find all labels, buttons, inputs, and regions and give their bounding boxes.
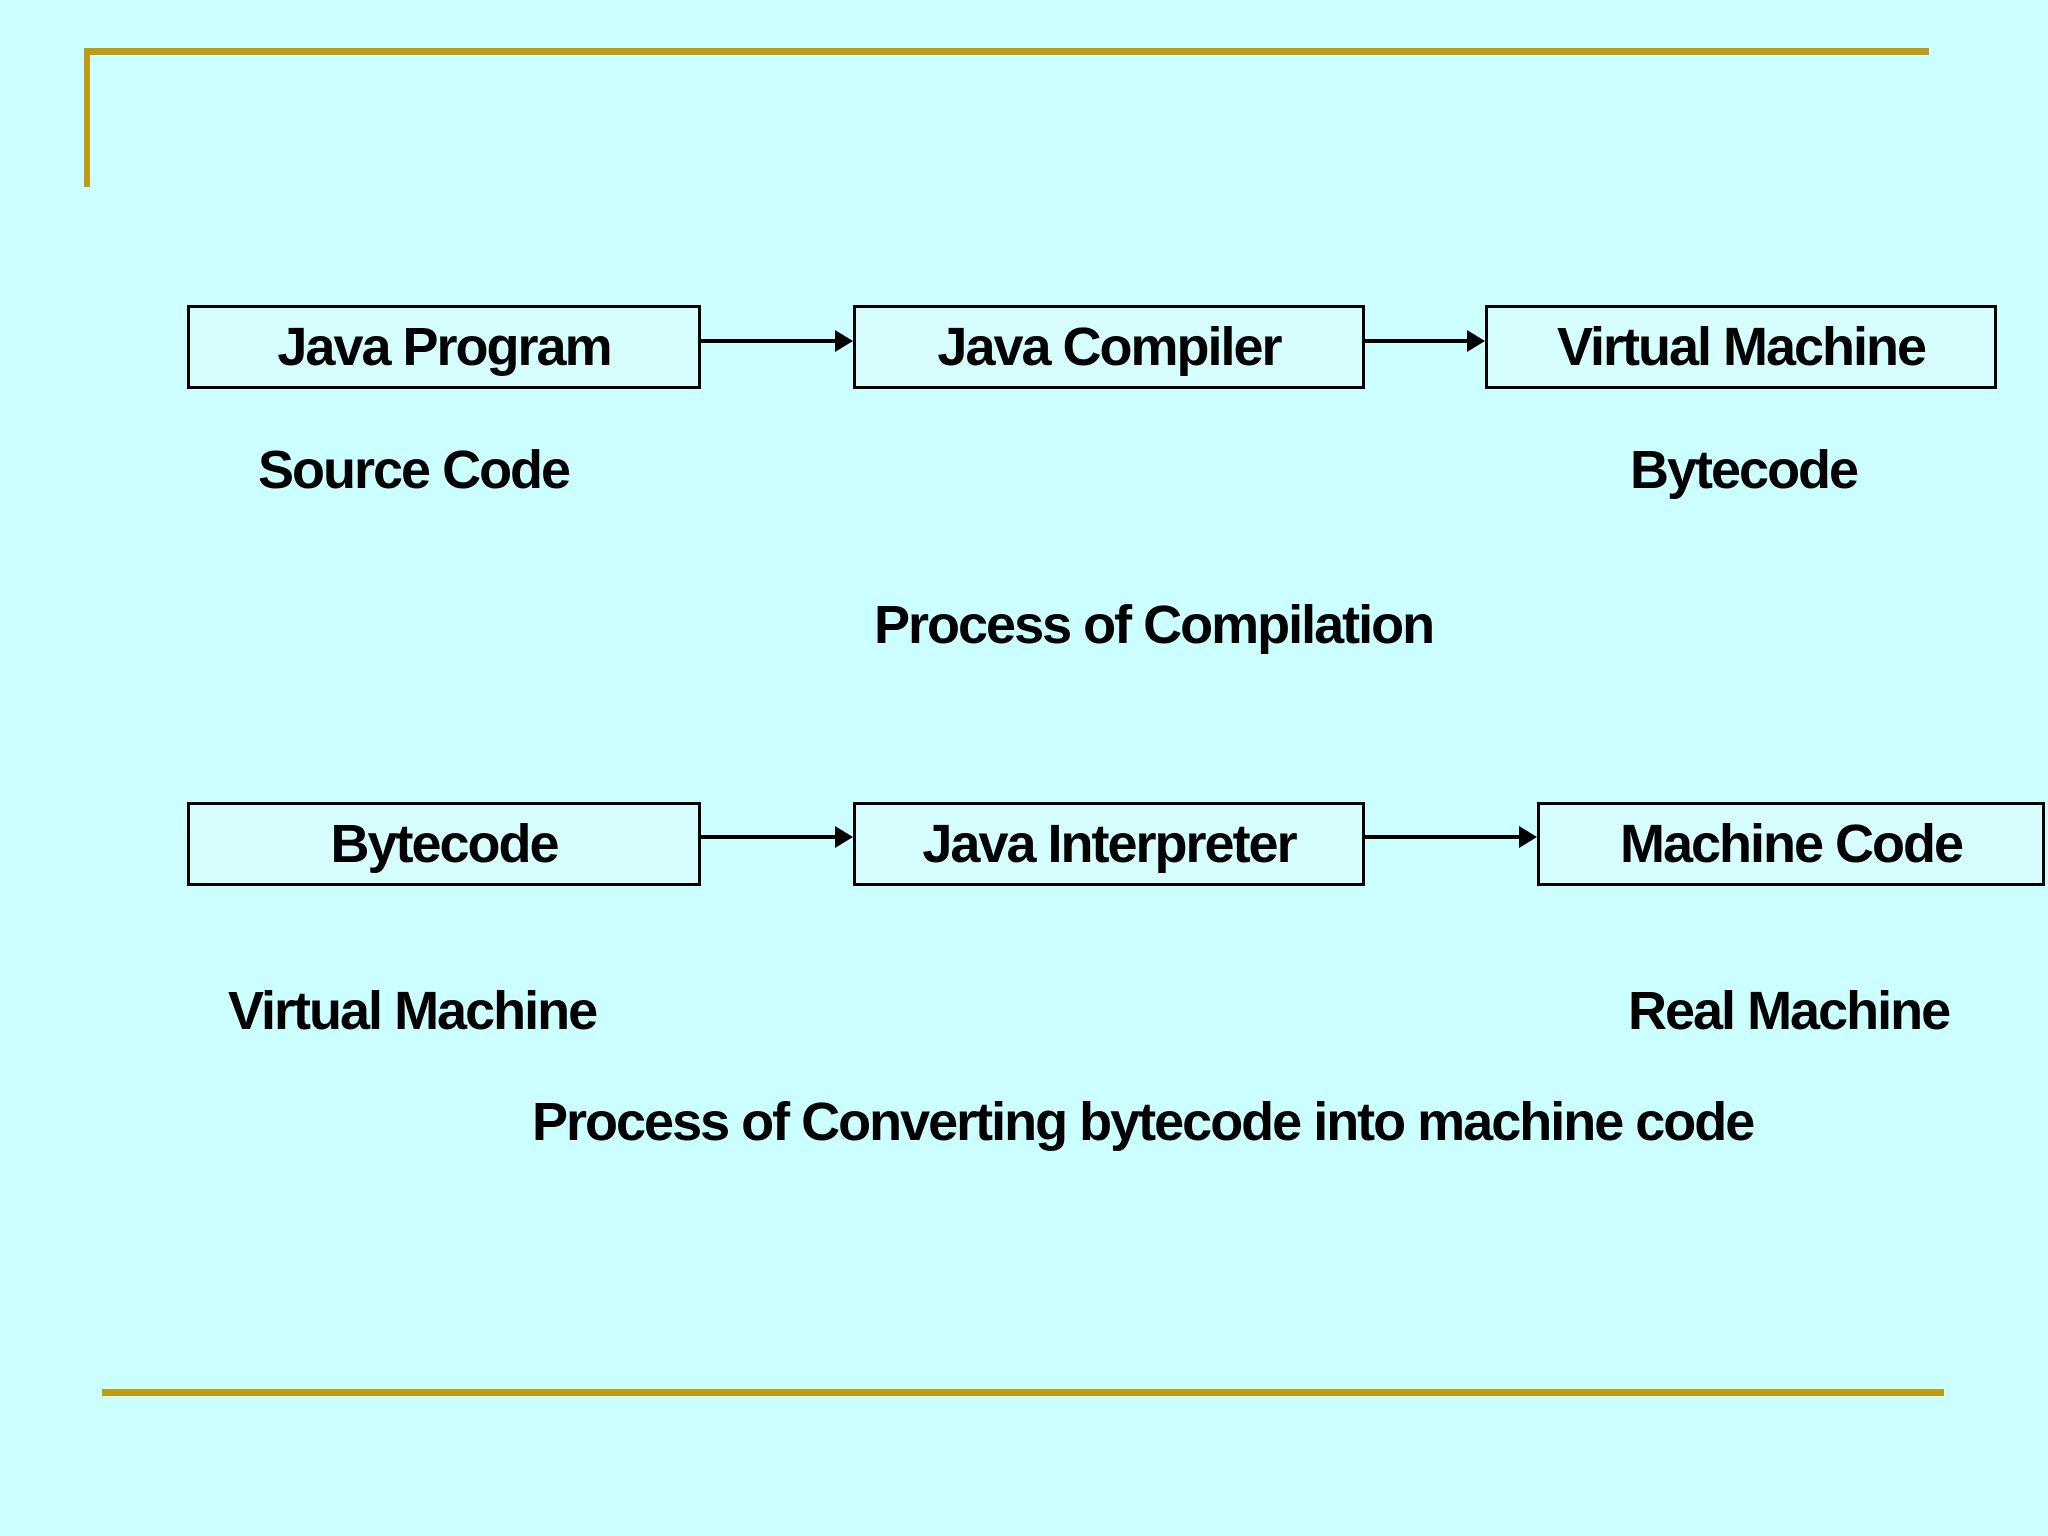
box-machine-code-label: Machine Code — [1619, 814, 1964, 874]
arrow-right-icon — [701, 835, 837, 839]
arrow-right-icon — [701, 339, 837, 343]
box-machine-code: Machine Code — [1537, 802, 2045, 886]
arrow-right-icon — [835, 826, 853, 848]
bytecode-result-label: Bytecode — [1630, 440, 1859, 500]
box-java-compiler-label: Java Compiler — [937, 317, 1282, 377]
box-bytecode-label: Bytecode — [330, 814, 559, 874]
source-code-label: Source Code — [258, 440, 571, 500]
virtual-machine-source-label: Virtual Machine — [228, 981, 598, 1041]
real-machine-result-label: Real Machine — [1628, 981, 1951, 1041]
box-java-compiler: Java Compiler — [853, 305, 1365, 389]
box-java-program: Java Program — [187, 305, 701, 389]
arrow-right-icon — [1365, 835, 1520, 839]
box-java-interpreter: Java Interpreter — [853, 802, 1365, 886]
box-bytecode: Bytecode — [187, 802, 701, 886]
box-java-interpreter-label: Java Interpreter — [922, 814, 1297, 874]
arrow-right-icon — [835, 330, 853, 352]
arrow-right-icon — [1365, 339, 1468, 343]
top-rule-line — [86, 48, 1929, 55]
bottom-rule-line — [102, 1389, 1944, 1396]
compilation-caption: Process of Compilation — [874, 595, 1435, 655]
interpretation-caption: Process of Converting bytecode into mach… — [532, 1092, 1755, 1152]
arrow-right-icon — [1519, 826, 1537, 848]
left-corner-rule-line — [84, 48, 90, 187]
box-virtual-machine: Virtual Machine — [1485, 305, 1997, 389]
box-virtual-machine-label: Virtual Machine — [1556, 317, 1927, 377]
arrow-right-icon — [1467, 330, 1485, 352]
box-java-program-label: Java Program — [277, 317, 612, 377]
